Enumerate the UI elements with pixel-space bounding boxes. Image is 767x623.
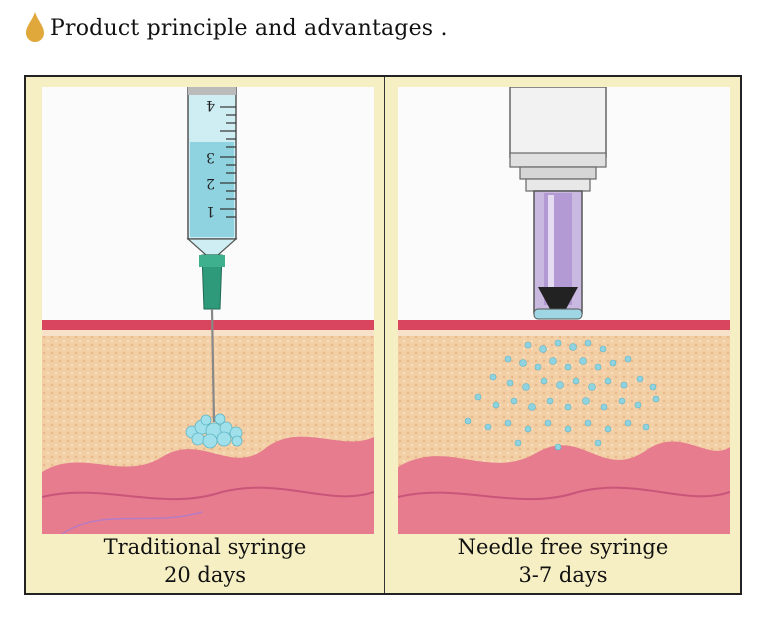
skin-surface — [42, 320, 374, 330]
method-name: Needle free syringe — [384, 533, 742, 561]
header: Product principle and advantages . — [24, 8, 448, 48]
page-title: Product principle and advantages . — [50, 16, 448, 41]
scale-label-3: 3 — [206, 149, 215, 165]
caption-needle-free: Needle free syringe 3-7 days — [384, 533, 742, 589]
traditional-syringe-illustration: 4 3 2 1 — [42, 87, 374, 534]
caption-traditional: Traditional syringe 20 days — [26, 533, 384, 589]
scale-label-4: 4 — [206, 97, 215, 113]
method-duration: 3-7 days — [384, 561, 742, 589]
divider — [384, 77, 385, 593]
needle-free-syringe-illustration — [398, 87, 730, 534]
skin-surface — [398, 320, 730, 330]
drop-icon — [24, 11, 46, 45]
comparison-frame: 4 3 2 1 — [24, 75, 742, 595]
method-name: Traditional syringe — [26, 533, 384, 561]
scale-label-2: 2 — [206, 175, 215, 191]
method-duration: 20 days — [26, 561, 384, 589]
injector-body — [510, 87, 606, 157]
scale-label-1: 1 — [206, 203, 215, 219]
